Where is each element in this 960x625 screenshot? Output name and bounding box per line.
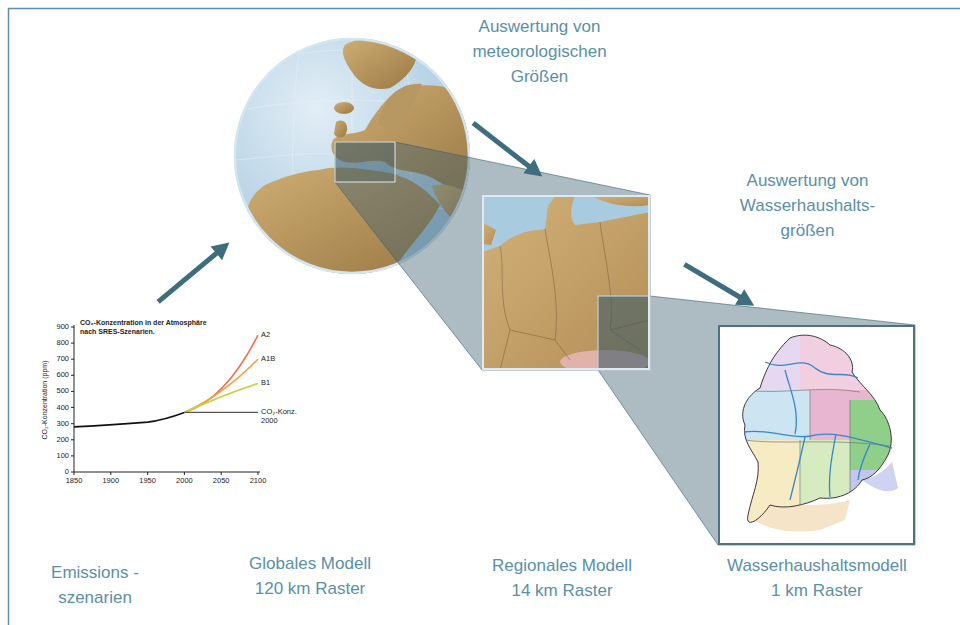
series-label: CO₂-Konz. 2000 (261, 407, 305, 425)
flow-label: Auswertung von meteorologischen Größen (467, 14, 612, 89)
zoom-band (598, 296, 915, 545)
catchment-borders (745, 389, 890, 510)
tick-label: 700 (49, 354, 69, 364)
flow-arrow (684, 264, 754, 305)
arrow-shaft (158, 251, 219, 302)
catchment (800, 440, 850, 540)
catchment (740, 330, 800, 390)
arrow-shaft (684, 264, 742, 298)
sea (482, 195, 650, 370)
co2-chart (71, 325, 260, 475)
tick-label: 0 (49, 467, 69, 477)
britain (334, 120, 347, 137)
map-ground (718, 325, 915, 545)
state-outline (743, 335, 892, 522)
catchment-map (718, 325, 915, 545)
tick-label: 200 (49, 435, 69, 445)
britain-coast (482, 222, 496, 245)
a2-curve (184, 335, 258, 412)
chart-panel: Emissions - szenarien (48, 316, 270, 484)
regional-map-box: Regionales Modell 14 km Raster (482, 195, 650, 370)
tick-label: 1950 (134, 476, 162, 486)
catchments (740, 330, 905, 540)
catchment (850, 470, 905, 540)
x-ticks (74, 472, 258, 475)
tick-label: 400 (49, 403, 69, 413)
arrow-shaft (473, 123, 531, 168)
globe-node: Globales Modell 120 km Raster (234, 38, 470, 274)
series-label: A2 (261, 330, 291, 340)
regional-map (482, 195, 650, 370)
tick-label: 500 (49, 386, 69, 396)
tick-label: 600 (49, 370, 69, 380)
constant-line (184, 412, 258, 413)
tick-label: 2000 (170, 476, 198, 486)
greenland (343, 38, 417, 89)
chart-title: CO₂-Konzentration in der Atmosphäre nach… (80, 318, 222, 336)
mainland (482, 195, 650, 370)
tick-label: 1850 (60, 476, 88, 486)
iceland (334, 102, 354, 114)
tick-label: 800 (49, 338, 69, 348)
axis-title: CO₂-Konzentration (ppm) (40, 345, 50, 455)
catchment (740, 440, 800, 540)
model-caption: Regionales Modell 14 km Raster (487, 553, 637, 603)
catchment (740, 390, 810, 440)
historic-curve (74, 412, 184, 427)
b1-curve (184, 383, 258, 412)
tick-label: 1900 (97, 476, 125, 486)
x-axis (74, 472, 260, 473)
a1b-curve (184, 359, 258, 412)
scandinavia (378, 84, 422, 132)
tick-label: 100 (49, 451, 69, 461)
tick-label: 2100 (244, 476, 272, 486)
tick-label: 2050 (207, 476, 235, 486)
tick-label: 300 (49, 419, 69, 429)
model-caption: Globales Modell 120 km Raster (235, 551, 385, 601)
page-frame (9, 9, 960, 625)
flow-arrow (473, 123, 542, 177)
arrow-head (735, 289, 754, 305)
y-ticks (71, 327, 74, 472)
rivers (744, 362, 892, 500)
catchment (850, 400, 905, 480)
tick-label: 900 (49, 322, 69, 332)
arrow-head (523, 159, 542, 177)
zoom-window (335, 142, 395, 182)
series-label: A1B (261, 354, 291, 364)
zoom-band (335, 142, 650, 370)
borders (500, 222, 650, 370)
series-label: B1 (261, 378, 291, 388)
model-caption: Emissions - szenarien (45, 560, 145, 610)
zoom-window (598, 296, 650, 370)
arrow-head (211, 242, 230, 260)
flow-arrow (158, 242, 229, 301)
water-map-box: Wasserhaushaltsmodell 1 km Raster (718, 325, 915, 545)
flow-label: Auswertung von Wasserhaushalts- größen (735, 168, 880, 243)
model-caption: Wasserhaushaltsmodell 1 km Raster (727, 553, 907, 603)
y-axis (74, 325, 75, 472)
